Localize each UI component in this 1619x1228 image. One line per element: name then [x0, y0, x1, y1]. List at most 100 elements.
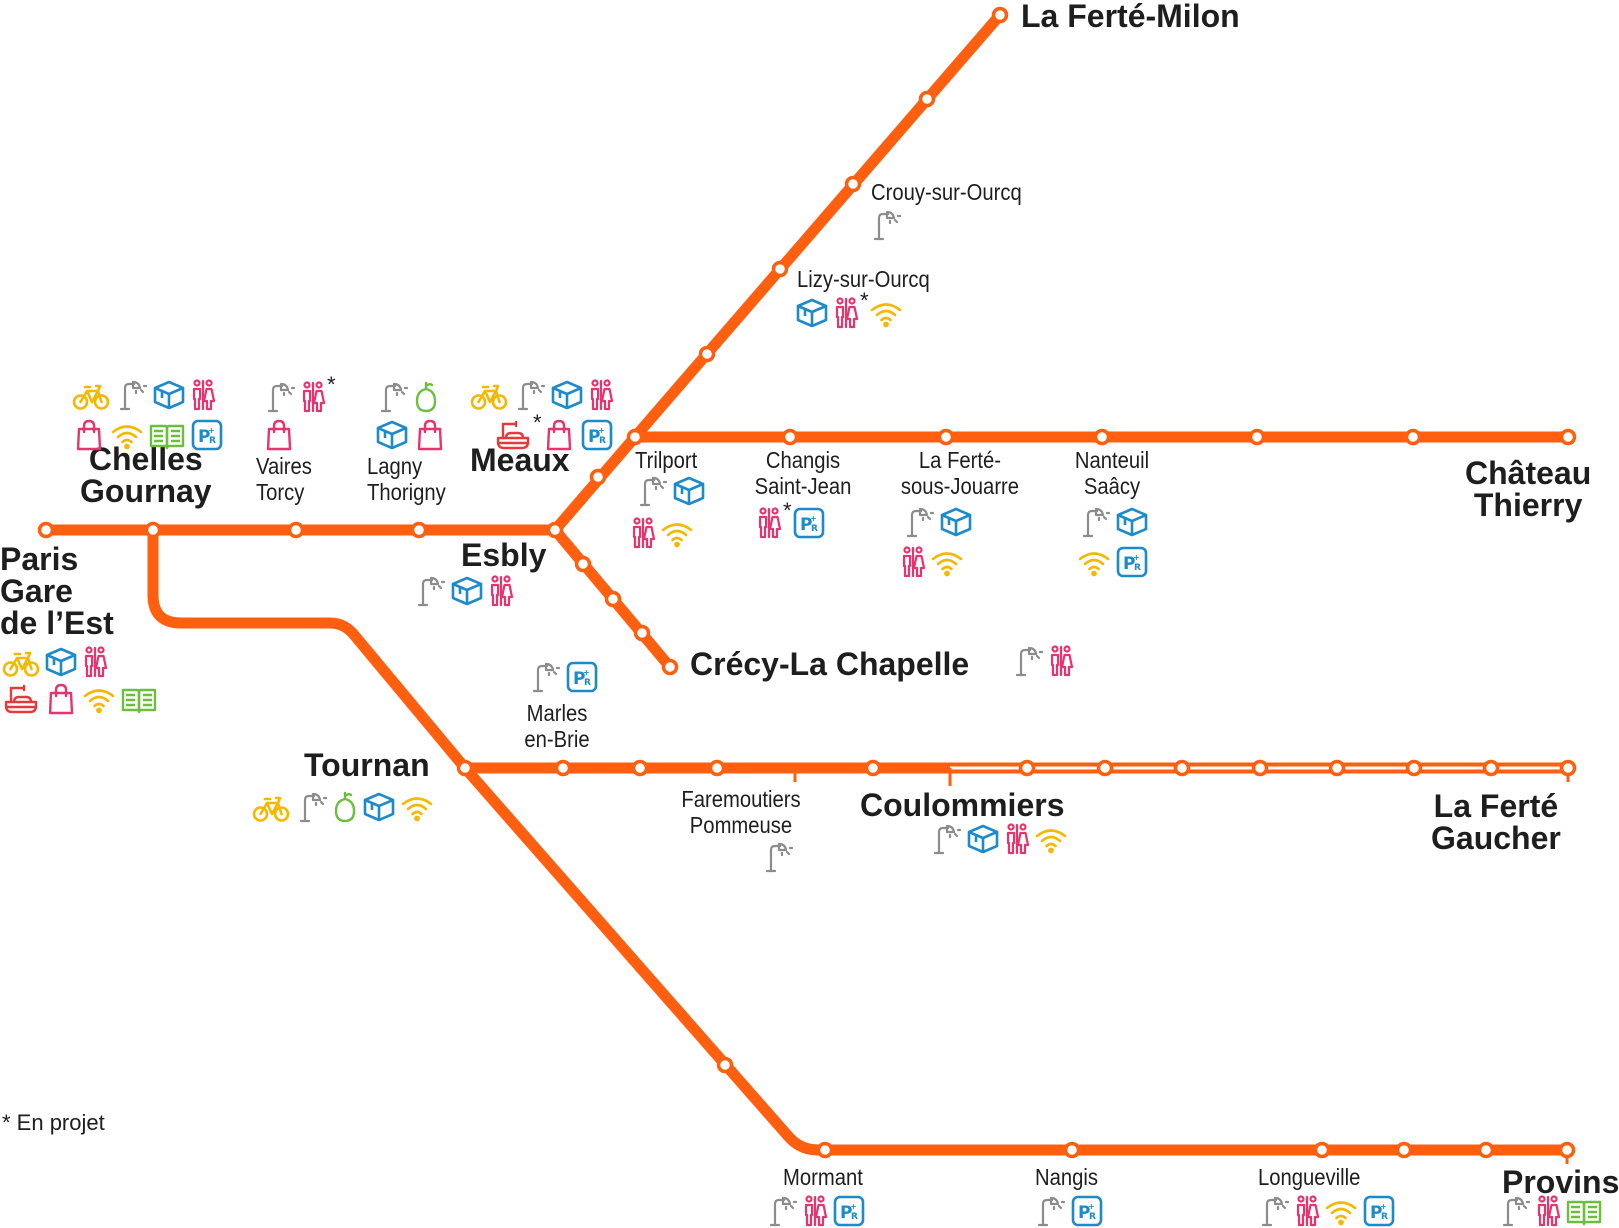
stop-stop[interactable]: [1328, 759, 1346, 777]
stop-stop[interactable]: [698, 345, 716, 363]
stop-mormant[interactable]: [816, 1141, 834, 1159]
book-icon: [120, 682, 158, 716]
stop-stop[interactable]: [574, 555, 592, 573]
stop-stop[interactable]: [708, 759, 726, 777]
wifi-icon: [1077, 545, 1111, 579]
station-name-line: de l’Est: [0, 605, 114, 641]
svg-text:R: R: [1381, 1212, 1388, 1222]
kiosk-icon: [1497, 1194, 1531, 1228]
stop-meaux[interactable]: [589, 468, 607, 486]
stop-stop[interactable]: [1173, 759, 1191, 777]
amenities-nanteuil-row-0: [1077, 505, 1149, 539]
station-label-nangis[interactable]: Nangis: [1035, 1164, 1098, 1190]
stop-trilport[interactable]: [626, 428, 644, 446]
stop-provins[interactable]: [1558, 1141, 1576, 1159]
station-name-line: Saâcy: [1083, 473, 1141, 499]
stop-stop[interactable]: [1395, 1141, 1413, 1159]
stop-stop[interactable]: [1482, 759, 1500, 777]
kiosk-icon: [760, 840, 794, 874]
stop-stop[interactable]: [604, 590, 622, 608]
stop-crouy[interactable]: [844, 175, 862, 193]
stop-chelles[interactable]: [144, 521, 162, 539]
stop-stop[interactable]: [1018, 759, 1036, 777]
stop-stop[interactable]: [1251, 759, 1269, 777]
stop-stop[interactable]: [1477, 1141, 1495, 1159]
station-name-line: Mormant: [783, 1164, 863, 1190]
stop-tournan[interactable]: [456, 759, 474, 777]
station-name-line: Marles: [526, 700, 588, 726]
amenities-lizy-row-0: *: [795, 290, 903, 330]
stop-stop[interactable]: [633, 624, 651, 642]
bike-icon: [470, 378, 508, 412]
kiosk-icon: [1256, 1194, 1290, 1228]
amenities-trilport-row-0: [634, 474, 706, 508]
stop-stop[interactable]: [716, 1056, 734, 1074]
station-label-trilport[interactable]: Trilport: [635, 447, 697, 473]
stop-longueville[interactable]: [1313, 1141, 1331, 1159]
stop-changis[interactable]: [781, 428, 799, 446]
station-label-crouy[interactable]: Crouy-sur-Ourcq: [871, 179, 1022, 205]
shop-icon: [542, 418, 576, 452]
toilets-icon: [802, 1194, 828, 1228]
stop-stop[interactable]: [1096, 759, 1114, 777]
stop-stop[interactable]: [1248, 428, 1266, 446]
planned-asterisk: *: [327, 372, 336, 397]
stop-nangis[interactable]: [1063, 1141, 1081, 1159]
stop-marles[interactable]: [554, 759, 572, 777]
kiosk-icon: [634, 474, 668, 508]
station-name-line: La Ferté-Milon: [1021, 0, 1240, 34]
kiosk-icon: [868, 208, 902, 242]
station-label-crecy[interactable]: Crécy-La Chapelle: [690, 648, 969, 680]
stop-nanteuil[interactable]: [1093, 428, 1111, 446]
station-label-esbly[interactable]: Esbly: [461, 539, 546, 571]
station-label-ferte-jouarre[interactable]: La Ferté-sous-Jouarre: [890, 447, 1031, 499]
bike-icon: [2, 645, 40, 679]
stop-stop[interactable]: [918, 90, 936, 108]
stop-ferte-milon[interactable]: [991, 6, 1009, 24]
stop-stop[interactable]: [1404, 428, 1422, 446]
planned-asterisk: *: [533, 410, 542, 435]
stop-ferte-gaucher[interactable]: [1559, 759, 1577, 777]
amenities-coulommiers-row-0: [928, 822, 1068, 856]
stop-lizy[interactable]: [771, 260, 789, 278]
stop-vaires[interactable]: [287, 521, 305, 539]
station-name-line: Nanteuil: [1074, 447, 1150, 473]
stop-paris[interactable]: [37, 521, 55, 539]
stop-stop[interactable]: [1405, 759, 1423, 777]
wifi-icon: [110, 418, 144, 452]
stop-crecy[interactable]: [661, 658, 679, 676]
station-name-line: en-Brie: [524, 726, 590, 752]
stop-esbly[interactable]: [546, 521, 564, 539]
station-label-longueville[interactable]: Longueville: [1258, 1164, 1360, 1190]
stop-stop[interactable]: [864, 759, 882, 777]
station-label-tournan[interactable]: Tournan: [304, 749, 430, 781]
station-label-coulommiers[interactable]: Coulommiers: [860, 789, 1064, 821]
svg-text:P: P: [588, 427, 600, 447]
station-label-lizy[interactable]: Lizy-sur-Ourcq: [797, 266, 930, 292]
stop-stop[interactable]: [631, 759, 649, 777]
toilets-icon: [1048, 644, 1074, 678]
station-label-ferte-milon[interactable]: La Ferté-Milon: [1021, 0, 1240, 32]
station-label-provins[interactable]: Provins: [1502, 1166, 1619, 1198]
stop-ferte-jouarre[interactable]: [937, 428, 955, 446]
station-label-mormant[interactable]: Mormant: [783, 1164, 863, 1190]
stop-chateau[interactable]: [1559, 428, 1577, 446]
stop-lagny[interactable]: [410, 521, 428, 539]
